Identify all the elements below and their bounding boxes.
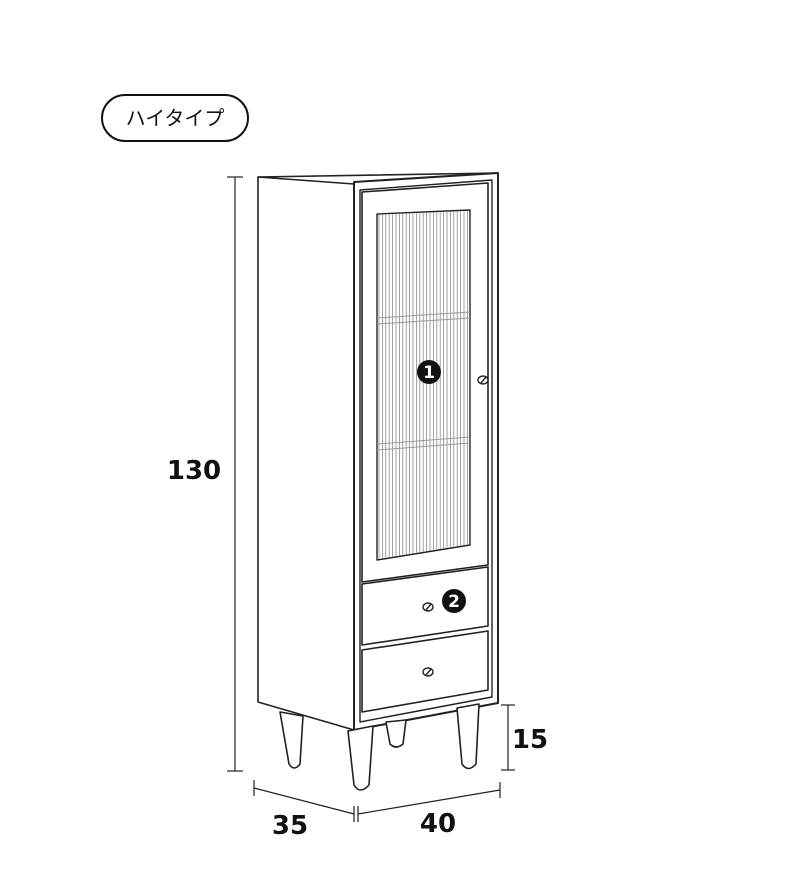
- callout-drawer-number: 2: [448, 592, 460, 612]
- glass-shelves: [376, 311, 471, 451]
- type-label-text: ハイタイプ: [126, 106, 225, 130]
- knobs: [422, 375, 489, 677]
- cabinet-front-inner: [359, 179, 493, 723]
- leg-back-left: [279, 711, 304, 769]
- callout-door: 1: [417, 360, 441, 384]
- cabinet-side-panel: [257, 176, 355, 731]
- drawer-lower-knob: [422, 667, 434, 677]
- callout-door-number: 1: [423, 363, 435, 383]
- leg-back-right: [385, 719, 407, 748]
- door-knob: [477, 375, 489, 385]
- callout-drawer: 2: [442, 589, 466, 613]
- width-label: 40: [420, 809, 456, 839]
- leg-height-label: 15: [512, 725, 548, 755]
- cabinet: [257, 172, 499, 731]
- cabinet-legs: [279, 703, 480, 791]
- leg-front-left: [347, 725, 374, 791]
- drawer-upper-knob: [422, 602, 434, 612]
- depth-dimension-line: [253, 787, 355, 815]
- fluted-glass-lines: [378, 211, 468, 559]
- width-dimension-line: [357, 789, 501, 815]
- type-label-badge: ハイタイプ: [101, 94, 249, 142]
- height-label: 130: [167, 456, 221, 486]
- depth-label: 35: [272, 811, 308, 841]
- leg-front-right: [456, 703, 480, 770]
- dimension-lines: [227, 176, 515, 822]
